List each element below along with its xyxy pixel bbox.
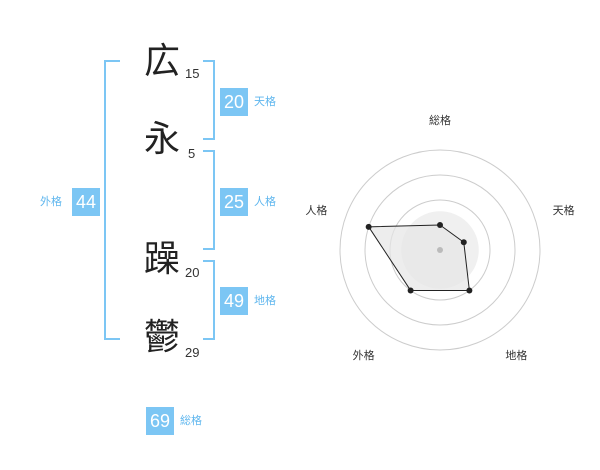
radar-grid-ring-4: [339, 149, 541, 351]
radar-point-1: [460, 239, 467, 246]
radar-point-2: [466, 287, 473, 294]
name-char-2: 永: [143, 119, 180, 160]
chikaku-bracket: [203, 260, 215, 340]
name-char-4: 鬱: [143, 317, 180, 358]
radar-axis-label-0: 総格: [429, 113, 451, 127]
radar-grid-ring-3: [364, 174, 516, 326]
gaikaku-label: 外格: [40, 195, 62, 208]
stroke-count-4: 29: [185, 345, 200, 360]
radar-point-3: [407, 287, 414, 294]
radar-axis-label-4: 人格: [305, 203, 327, 217]
stroke-count-1: 15: [185, 66, 200, 81]
stroke-count-3: 20: [185, 265, 200, 280]
radar-value-polygon: [367, 224, 470, 291]
jinkaku-bracket: [203, 150, 215, 250]
tenkaku-label: 天格: [254, 95, 276, 108]
radar-axis-label-2: 地格: [505, 348, 527, 362]
soukaku-value: 69: [146, 407, 174, 435]
tenkaku-bracket: [203, 60, 215, 140]
radar-point-0: [437, 222, 443, 228]
chikaku-label: 地格: [254, 294, 276, 307]
radar-axis-label-3: 外格: [353, 348, 375, 362]
gaikaku-bracket: [104, 60, 120, 340]
stroke-count-2: 5: [188, 146, 196, 161]
soukaku-label: 総格: [180, 414, 202, 427]
chikaku-value: 49: [220, 287, 248, 315]
jinkaku-value: 25: [220, 188, 248, 216]
radar-point-4: [365, 223, 372, 230]
radar-axis-label-1: 天格: [553, 203, 575, 217]
gaikaku-value: 44: [72, 188, 100, 216]
name-char-3: 躁: [143, 239, 180, 280]
radar-center-dot: [437, 247, 443, 253]
jinkaku-label: 人格: [254, 195, 276, 208]
tenkaku-value: 20: [220, 88, 248, 116]
name-char-1: 広: [143, 41, 180, 82]
